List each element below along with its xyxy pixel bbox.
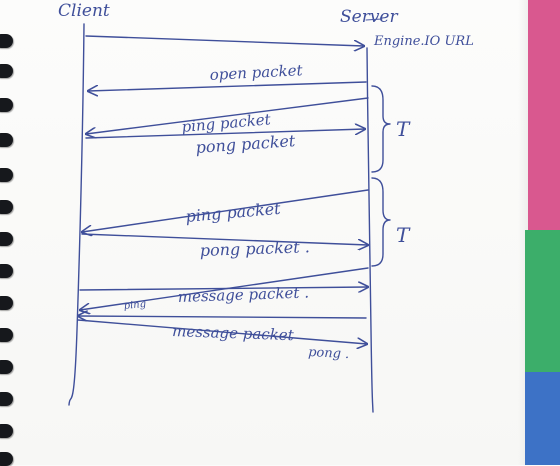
binding-hole (0, 64, 13, 78)
ping-packet-label-2: ping packet (185, 199, 282, 226)
handshake-arrow (85, 35, 364, 46)
interval-brace-1 (371, 85, 391, 173)
interval-brace-2 (371, 177, 391, 267)
binding-hole (0, 296, 13, 310)
binding-hole (0, 360, 13, 374)
client-lifeline (68, 23, 85, 406)
binding-hole (0, 328, 13, 342)
binding-hole (0, 424, 13, 438)
ping-note-small: ping (123, 299, 146, 312)
index-tab-green (525, 230, 560, 375)
pong-packet-arrow-1 (85, 129, 365, 139)
binding-hole (0, 168, 13, 182)
pong-packet-arrow-2 (81, 233, 368, 245)
server-underline (365, 18, 383, 21)
server-url-label: Engine.IO URL (373, 34, 474, 49)
index-tab-blue (525, 372, 560, 465)
interval-label-2: T (396, 223, 411, 247)
pong-packet-label-2: pong packet . (199, 237, 310, 260)
binding-hole (0, 452, 13, 466)
pong-packet-label-1: pong packet (195, 131, 296, 157)
binding-hole (0, 200, 13, 214)
binding-hole (0, 34, 13, 48)
binding-hole (0, 232, 13, 246)
open-packet-label: open packet (209, 61, 304, 84)
binding-hole (0, 392, 13, 406)
server-label: Server (340, 7, 398, 27)
ping-packet-arrow-2 (82, 189, 369, 232)
binding-hole (0, 264, 13, 278)
pong-note-small: pong . (308, 345, 350, 362)
binding-hole (0, 133, 13, 147)
index-tab-pink (528, 0, 560, 232)
message-packet-label-1: message packet . (178, 283, 310, 306)
client-label: Client (58, 1, 110, 21)
open-packet-arrow (88, 81, 367, 91)
interval-label-1: T (396, 117, 411, 141)
pong-arrow-small (77, 319, 367, 344)
server-lifeline (366, 47, 374, 413)
binding-hole (0, 98, 13, 112)
message-packet-arrow-2 (78, 316, 367, 318)
ping-arrow-small (80, 267, 369, 310)
ping-packet-arrow-1 (86, 97, 369, 134)
